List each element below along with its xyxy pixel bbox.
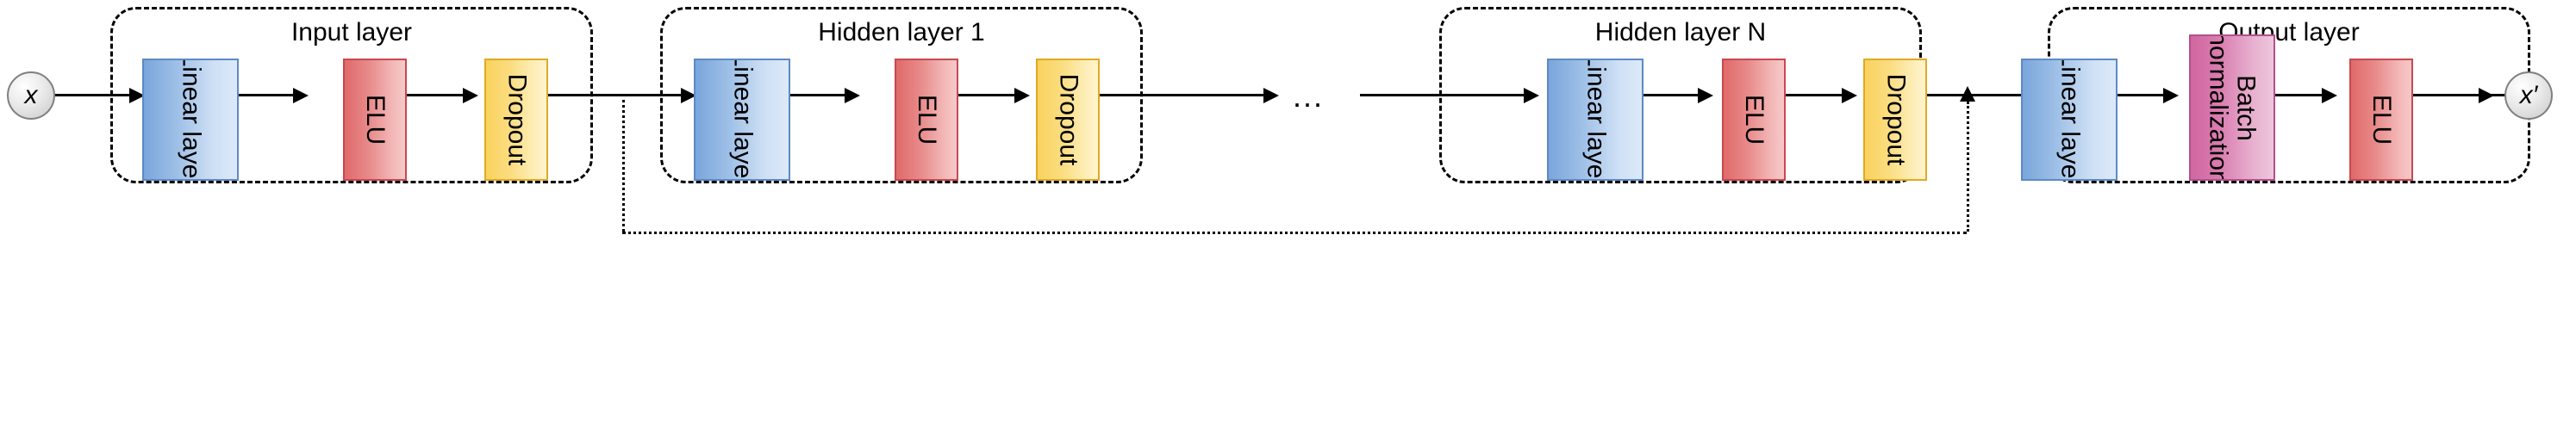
block-output-linear: Linear layer [2021, 59, 2118, 181]
group-hidden-layer-1-title: Hidden layer 1 [818, 18, 985, 46]
arrow-input-elu-to-dropout [407, 94, 469, 96]
block-hidden1-elu-label: ELU [912, 94, 941, 145]
arrowhead-ellipsis-to-layerN [1524, 88, 1539, 103]
arrow-input-to-layer1 [55, 94, 134, 96]
arrow-layerN-to-output [1927, 94, 2074, 96]
arrow-output-to-node [2413, 94, 2508, 96]
input-node-label: x [24, 81, 38, 109]
block-input-elu: ELU [343, 59, 407, 181]
arrow-layer2-to-ellipsis [1100, 94, 1269, 96]
arrow-hidden1-linear-to-elu [790, 94, 851, 96]
block-hiddenN-elu: ELU [1722, 59, 1786, 181]
arrowhead-input-linear-to-elu [293, 88, 309, 103]
block-input-dropout-label: Dropout [502, 73, 532, 166]
block-output-linear-label: Linear layer [2055, 59, 2085, 181]
arrow-hiddenN-elu-to-dropout [1786, 94, 1848, 96]
arrowhead-layer1-to-layer2 [681, 88, 696, 103]
input-node: x [7, 71, 55, 120]
arrowhead-hidden1-linear-to-elu [845, 88, 860, 103]
skip-connection-up-segment [1967, 102, 1969, 232]
block-hiddenN-linear-label: Linear layer [1581, 59, 1611, 181]
arrowhead-layer2-to-ellipsis [1263, 88, 1279, 103]
arrowhead-hiddenN-elu-to-dropout [1842, 88, 1857, 103]
arrowhead-hidden1-elu-to-dropout [1014, 88, 1030, 103]
block-hidden1-dropout: Dropout [1036, 59, 1100, 181]
group-input-layer-title: Input layer [290, 18, 413, 46]
arrow-output-batchnorm-to-elu [2275, 94, 2327, 96]
skip-connection-down-segment [622, 94, 625, 232]
block-hidden1-elu: ELU [895, 59, 958, 181]
arrow-hidden1-elu-to-dropout [958, 94, 1020, 96]
output-node-label: x′ [2519, 81, 2538, 109]
block-input-dropout: Dropout [484, 59, 548, 181]
arrowhead-skip-connection-into-output [1960, 86, 1975, 102]
group-hidden-layer-n: Hidden layer N [1439, 7, 1922, 183]
arrowhead-output-batchnorm-to-elu [2322, 88, 2337, 103]
block-output-batchnorm-label: Batch normalization [2205, 34, 2261, 181]
group-output-layer-title: Output layer [2218, 18, 2360, 46]
output-node: x′ [2504, 71, 2553, 120]
block-input-linear-label: Linear layer [177, 59, 206, 181]
arrowhead-hiddenN-linear-to-elu [1698, 88, 1713, 103]
group-hidden-layer-n-title: Hidden layer N [1594, 18, 1767, 46]
arrowhead-input-elu-to-dropout [463, 88, 478, 103]
block-output-elu-label: ELU [2367, 94, 2396, 145]
ellipsis-separator: ... [1293, 78, 1325, 114]
block-input-elu-label: ELU [360, 94, 390, 145]
arrow-output-linear-to-batchnorm [2118, 94, 2169, 96]
block-hidden1-linear-label: Linear layer [728, 59, 758, 181]
arrowhead-output-linear-to-batchnorm [2163, 88, 2179, 103]
arrowhead-input-to-layer1 [129, 88, 145, 103]
arrow-input-linear-to-elu [239, 94, 299, 96]
arrow-layer1-to-layer2 [548, 94, 686, 96]
block-input-linear: Linear layer [142, 59, 239, 181]
block-output-elu: ELU [2349, 59, 2413, 181]
skip-connection-bottom-segment [622, 232, 1967, 234]
arrowhead-output-to-node [2479, 88, 2494, 103]
arrow-ellipsis-to-layerN [1360, 94, 1529, 96]
block-hidden1-linear: Linear layer [694, 59, 790, 181]
block-hidden1-dropout-label: Dropout [1054, 73, 1083, 166]
block-hiddenN-linear: Linear layer [1547, 59, 1644, 181]
block-hiddenN-dropout-label: Dropout [1881, 73, 1911, 166]
arrow-hiddenN-linear-to-elu [1644, 94, 1704, 96]
block-output-batchnorm: Batch normalization [2189, 34, 2275, 181]
block-hiddenN-dropout: Dropout [1863, 59, 1927, 181]
block-hiddenN-elu-label: ELU [1739, 94, 1768, 145]
